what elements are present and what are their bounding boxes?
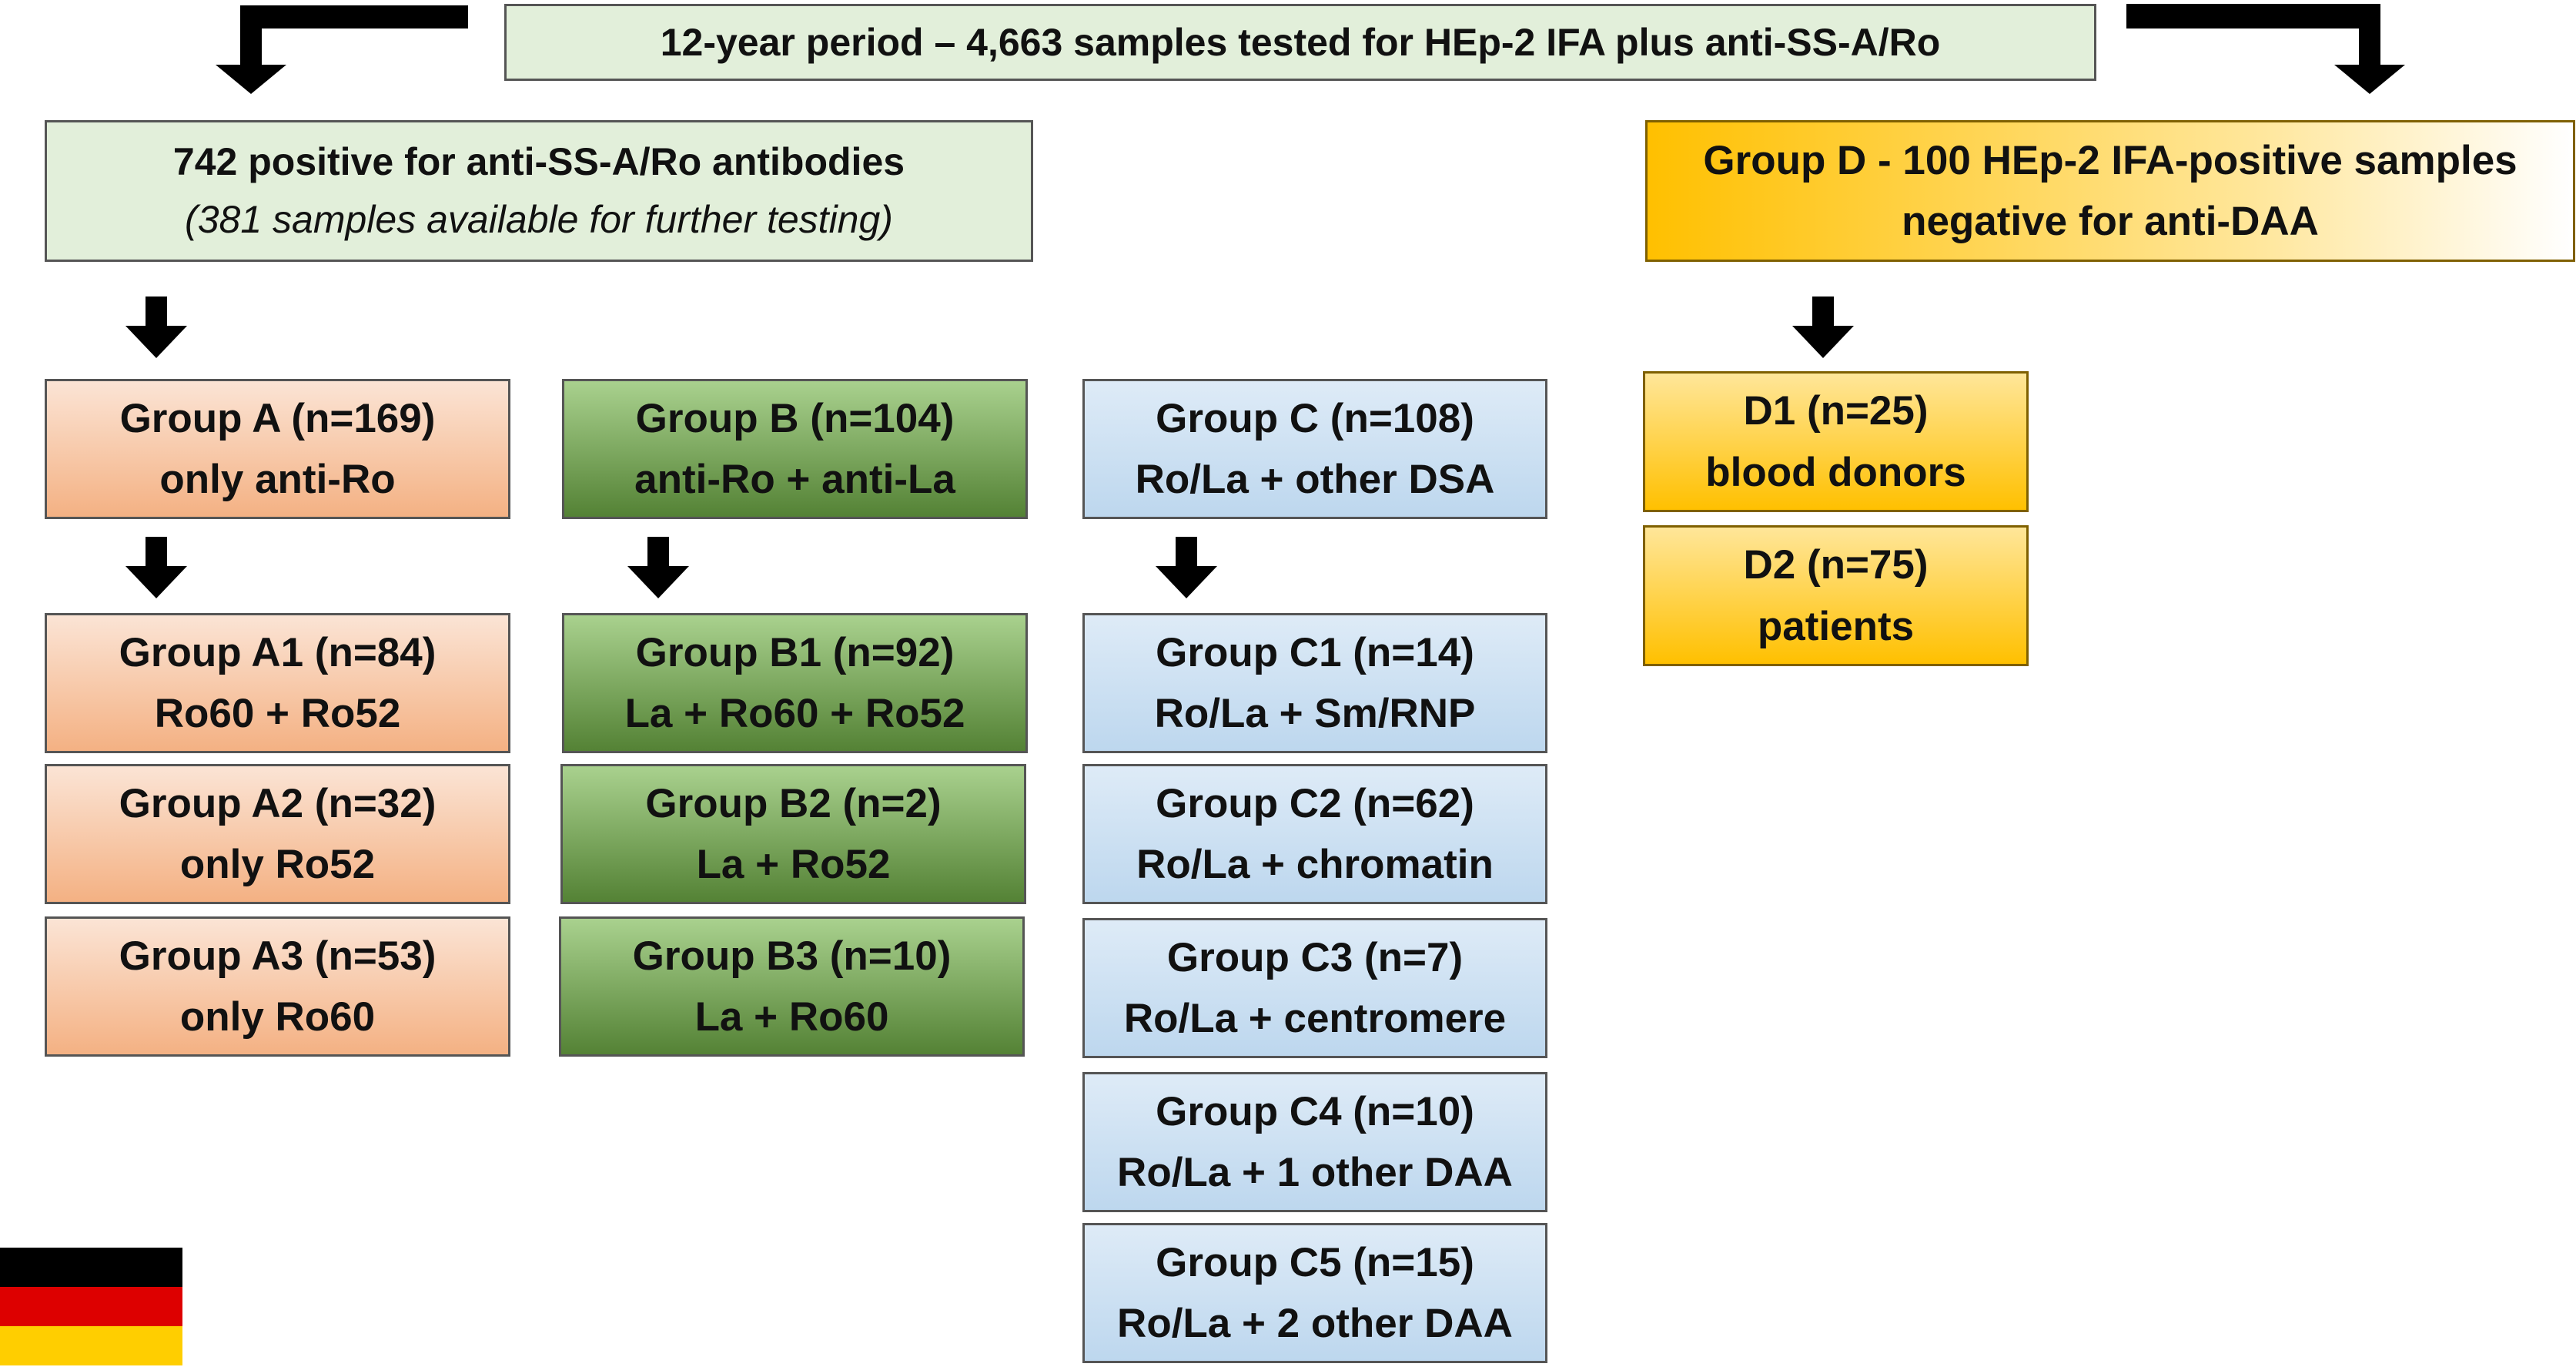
group-c2-box: Group C2 (n=62) Ro/La + chromatin <box>1082 764 1547 904</box>
group-c4-line2: Ro/La + 1 other DAA <box>1117 1150 1513 1195</box>
group-c2-line2: Ro/La + chromatin <box>1136 842 1494 887</box>
down-arrow-positive-to-a <box>125 297 187 358</box>
group-d1-line1: D1 (n=25) <box>1743 388 1929 434</box>
total-samples-text: 12-year period – 4,663 samples tested fo… <box>660 20 1941 64</box>
group-a2-line2: only Ro52 <box>179 842 376 887</box>
group-b1-line2: La + Ro60 + Ro52 <box>624 691 965 736</box>
anti-ssa-positive-line2: (381 samples available for further testi… <box>185 198 893 241</box>
group-c5-line1: Group C5 (n=15) <box>1156 1239 1474 1285</box>
group-c3-line2: Ro/La + centromere <box>1123 996 1507 1041</box>
group-c1-line1: Group C1 (n=14) <box>1156 629 1474 675</box>
anti-ssa-positive-box: 742 positive for anti-SS-A/Ro antibodies… <box>45 120 1033 262</box>
group-d2-line2: patients <box>1757 603 1915 649</box>
group-b-line1: Group B (n=104) <box>635 395 955 441</box>
flag-stripe-gold <box>0 1326 182 1365</box>
group-b2-line2: La + Ro52 <box>696 842 891 887</box>
group-c5-line2: Ro/La + 2 other DAA <box>1117 1301 1513 1346</box>
elbow-arrow-right <box>2126 4 2405 94</box>
total-samples-box: 12-year period – 4,663 samples tested fo… <box>504 4 2096 81</box>
group-d-line2: negative for anti-DAA <box>1902 199 2319 244</box>
group-b2-box: Group B2 (n=2) La + Ro52 <box>560 764 1026 904</box>
group-a3-box: Group A3 (n=53) only Ro60 <box>45 916 510 1057</box>
elbow-arrow-left <box>216 5 468 94</box>
group-d-box: Group D - 100 HEp-2 IFA-positive samples… <box>1645 120 2575 262</box>
group-a2-box: Group A2 (n=32) only Ro52 <box>45 764 510 904</box>
group-d2-box: D2 (n=75) patients <box>1643 525 2029 666</box>
group-b1-line1: Group B1 (n=92) <box>635 629 955 675</box>
group-b3-line2: La + Ro60 <box>694 994 889 1040</box>
group-c1-box: Group C1 (n=14) Ro/La + Sm/RNP <box>1082 613 1547 753</box>
down-arrow-a <box>125 537 187 598</box>
down-arrow-c <box>1156 537 1217 598</box>
flag-stripe-black <box>0 1248 182 1287</box>
group-a3-line2: only Ro60 <box>179 994 376 1040</box>
group-a2-line1: Group A2 (n=32) <box>119 780 437 826</box>
group-b-box: Group B (n=104) anti-Ro + anti-La <box>562 379 1028 519</box>
group-c5-box: Group C5 (n=15) Ro/La + 2 other DAA <box>1082 1223 1547 1363</box>
group-c-line2: Ro/La + other DSA <box>1135 457 1495 502</box>
flag-stripe-red <box>0 1287 182 1326</box>
group-b3-line1: Group B3 (n=10) <box>632 933 952 979</box>
down-arrow-d-to-d1 <box>1792 297 1854 358</box>
group-b-line2: anti-Ro + anti-La <box>634 457 955 502</box>
group-b2-line1: Group B2 (n=2) <box>645 780 942 826</box>
group-a-line1: Group A (n=169) <box>119 395 436 441</box>
group-d2-line1: D2 (n=75) <box>1743 542 1929 588</box>
anti-ssa-positive-line1: 742 positive for anti-SS-A/Ro antibodies <box>172 140 905 183</box>
group-a1-box: Group A1 (n=84) Ro60 + Ro52 <box>45 613 510 753</box>
down-arrow-b <box>627 537 689 598</box>
group-b3-box: Group B3 (n=10) La + Ro60 <box>559 916 1025 1057</box>
group-a3-line1: Group A3 (n=53) <box>119 933 437 979</box>
group-c3-line1: Group C3 (n=7) <box>1166 934 1464 980</box>
group-c4-line1: Group C4 (n=10) <box>1156 1088 1474 1134</box>
group-c1-line2: Ro/La + Sm/RNP <box>1154 691 1476 736</box>
group-a1-line2: Ro60 + Ro52 <box>154 691 401 736</box>
germany-flag-icon <box>0 1248 182 1365</box>
group-d1-line2: blood donors <box>1705 449 1966 495</box>
group-a-line2: only anti-Ro <box>159 457 396 502</box>
group-b1-box: Group B1 (n=92) La + Ro60 + Ro52 <box>562 613 1028 753</box>
group-a1-line1: Group A1 (n=84) <box>119 629 437 675</box>
group-c-box: Group C (n=108) Ro/La + other DSA <box>1082 379 1547 519</box>
group-d-line1: Group D - 100 HEp-2 IFA-positive samples <box>1703 137 2517 183</box>
group-c4-box: Group C4 (n=10) Ro/La + 1 other DAA <box>1082 1072 1547 1212</box>
group-d1-box: D1 (n=25) blood donors <box>1643 371 2029 512</box>
group-c2-line1: Group C2 (n=62) <box>1156 780 1474 826</box>
group-c-line1: Group C (n=108) <box>1156 395 1474 441</box>
group-c3-box: Group C3 (n=7) Ro/La + centromere <box>1082 918 1547 1058</box>
group-a-box: Group A (n=169) only anti-Ro <box>45 379 510 519</box>
